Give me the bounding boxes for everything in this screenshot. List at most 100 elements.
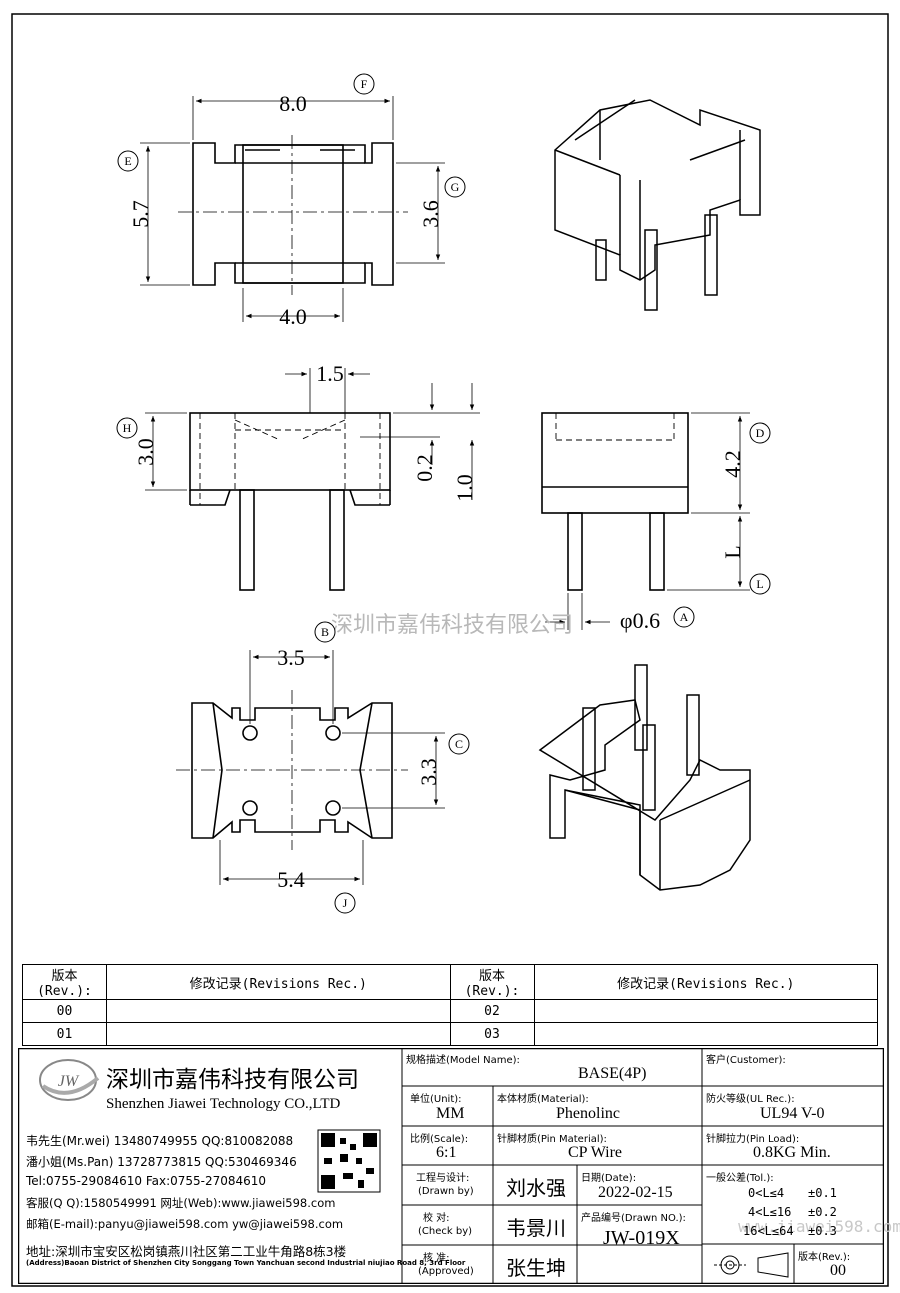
front-view	[189, 412, 391, 591]
table-row: 01 03	[22, 1022, 878, 1046]
drawn-label-en: (Drawn by)	[418, 1186, 474, 1197]
dim-top-inner-height: 3.6	[418, 200, 443, 228]
rev-header-right: 版本(Rev.):	[449, 964, 535, 1000]
drawing-no-label: 产品编号(Drawn NO.):	[581, 1213, 686, 1224]
callout-label: D	[756, 426, 765, 440]
callout-circle	[448, 733, 470, 755]
watermark: 深圳市嘉伟科技有限公司	[331, 613, 573, 638]
callout-label: C	[455, 737, 463, 751]
dim-bottom-width: 5.4	[277, 867, 305, 892]
material-label: 本体材质(Material):	[497, 1094, 589, 1105]
title-block: JW 深圳市嘉伟科技有限公司 Shenzhen Jiawei Technolog…	[18, 1048, 884, 1284]
callout-circle	[116, 417, 138, 439]
callout-circle	[444, 176, 466, 198]
callout-circle	[117, 150, 139, 172]
revisions-table: 版本(Rev.): 修改记录(Revisions Rec.) 版本(Rev.):…	[22, 964, 878, 1046]
contact-line: 邮箱(E-mail):panyu@jiawei598.com yw@jiawei…	[26, 1217, 344, 1231]
pin-load-value: 0.8KG Min.	[753, 1144, 831, 1161]
approve-label: 核 准:	[423, 1253, 450, 1264]
title-block-grid: JW	[18, 1048, 884, 1284]
iso-view-top	[554, 99, 761, 311]
approve-label-en: (Approved)	[418, 1266, 474, 1277]
projection-symbol-icon	[714, 1252, 789, 1278]
rev-cell: 03	[449, 1022, 535, 1046]
callout-circle	[673, 606, 695, 628]
rec-cell	[106, 999, 451, 1023]
rec-header-right: 修改记录(Revisions Rec.)	[533, 964, 878, 1000]
callout-label: H	[123, 421, 132, 435]
unit-value: MM	[436, 1105, 465, 1122]
pin-material-value: CP Wire	[568, 1144, 623, 1161]
front-view-hidden	[199, 413, 381, 505]
material-value: Phenolinc	[556, 1105, 620, 1122]
dim-front-pin-spacing: 1.5	[316, 361, 344, 386]
callout-label: F	[361, 77, 368, 91]
tol-value: ±0.2	[808, 1205, 837, 1219]
contact-line: Tel:0755-29084610 Fax:0755-27084610	[26, 1174, 267, 1188]
check-label: 校 对:	[423, 1213, 450, 1224]
callout-label: E	[124, 154, 131, 168]
check-value: 韦景川	[506, 1216, 566, 1240]
model-label: 规格描述(Model Name):	[406, 1055, 520, 1066]
date-label: 日期(Date):	[581, 1173, 637, 1184]
dim-top-inner-width: 4.0	[279, 304, 307, 329]
callout-label: G	[451, 180, 460, 194]
company-name-cn: 深圳市嘉伟科技有限公司	[106, 1067, 359, 1093]
qr-code	[317, 1129, 381, 1193]
pin-material-label: 针脚材质(Pin Material):	[497, 1134, 607, 1145]
callout-circle	[334, 892, 356, 914]
table-row: 00 02	[22, 999, 878, 1023]
drawn-label: 工程与设计:	[416, 1173, 470, 1184]
tol-value: ±0.1	[808, 1186, 837, 1200]
rec-header-left: 修改记录(Revisions Rec.)	[106, 964, 451, 1000]
company-logo-icon: JW	[39, 1059, 100, 1101]
callouts: F E G H D L A B C J	[116, 73, 771, 914]
company-name-en: Shenzhen Jiawei Technology CO.,LTD	[106, 1096, 341, 1112]
tol-range: 0<L≤4	[748, 1186, 785, 1200]
watermark-url: www.jiawei598.com	[738, 1217, 900, 1236]
dim-front-height: 3.0	[133, 438, 158, 466]
scale-label: 比例(Scale):	[410, 1134, 469, 1145]
callout-label: L	[756, 577, 763, 591]
rev-header-left: 版本(Rev.):	[22, 964, 107, 1000]
ul-label: 防火等级(UL Rec.):	[706, 1094, 795, 1105]
contact-line: 潘小姐(Ms.Pan) 13728773815 QQ:530469346	[26, 1155, 297, 1169]
callout-label: A	[680, 610, 689, 624]
rev-value: 00	[830, 1262, 846, 1279]
approve-value: 张生坤	[506, 1256, 566, 1280]
dim-side-pin-length: L	[720, 545, 745, 558]
rev-cell: 02	[449, 999, 535, 1023]
scale-value: 6:1	[436, 1144, 457, 1161]
rec-cell	[533, 1022, 878, 1046]
address-en: (Address)Baoan District of Shenzhen City…	[26, 1259, 466, 1267]
callout-circle	[749, 573, 771, 595]
dim-front-small: 0.2	[412, 454, 437, 482]
dim-side-height: 4.2	[720, 450, 745, 478]
model-value: BASE(4P)	[578, 1065, 647, 1082]
dim-bottom-pin-span: 3.5	[277, 645, 305, 670]
rev-label: 版本(Rev.):	[798, 1252, 851, 1263]
tol-value: ±0.3	[808, 1224, 837, 1238]
tol-label: 一般公差(Tol.):	[706, 1173, 774, 1184]
ul-value: UL94 V-0	[760, 1105, 825, 1122]
contact-line: 客服(Q Q):1580549991 网址(Web):www.jiawei598…	[26, 1196, 336, 1210]
top-view	[192, 142, 394, 286]
dim-bottom-pin-height: 3.3	[416, 758, 441, 786]
date-value: 2022-02-15	[598, 1184, 673, 1201]
dim-pin-diameter: φ0.6	[620, 608, 660, 633]
rec-cell	[533, 999, 878, 1023]
side-view	[541, 412, 689, 591]
tol-range: 4<L≤16	[748, 1205, 792, 1219]
customer-label: 客户(Customer):	[706, 1055, 786, 1066]
iso-view-bottom	[538, 664, 751, 891]
revisions-header-row: 版本(Rev.): 修改记录(Revisions Rec.) 版本(Rev.):…	[22, 964, 878, 1000]
callout-label: J	[343, 896, 348, 910]
callout-circle	[749, 422, 771, 444]
rev-cell: 01	[22, 1022, 107, 1046]
callout-label: B	[321, 625, 329, 639]
logo-text: JW	[58, 1073, 80, 1090]
tol-range: 16<L≤64	[743, 1224, 794, 1238]
drawn-value: 刘水强	[506, 1176, 566, 1200]
pin-load-label: 针脚拉力(Pin Load):	[706, 1134, 800, 1145]
